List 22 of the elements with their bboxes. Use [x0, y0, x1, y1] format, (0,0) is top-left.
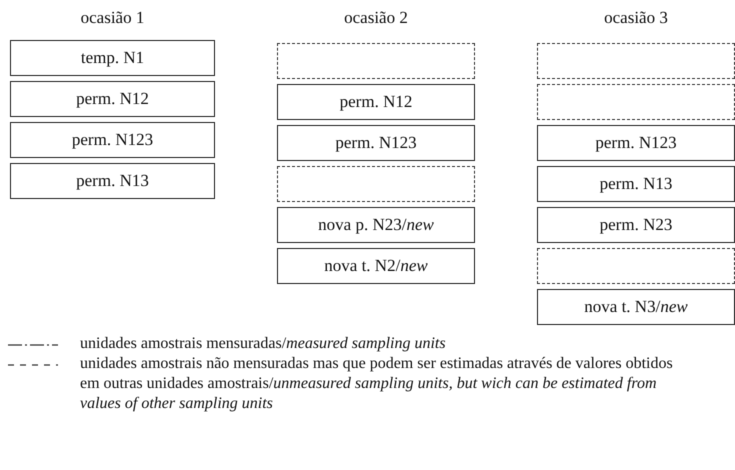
legend-text: unidades amostrais mensuradas/measured sampling units: [80, 334, 447, 354]
empty-unit-box: [537, 43, 735, 79]
sampling-unit-box: nova p. N23/new: [277, 207, 475, 243]
sampling-unit-box: perm. N13: [10, 163, 215, 199]
sampling-unit-box: perm. N123: [537, 125, 735, 161]
sampling-unit-box: perm. N123: [10, 122, 215, 158]
legend-text: unidades amostrais não mensuradas mas que podem ser estimadas através de valores obtidos em outras unidades amostrais/unmeasured sampling units, but wich can be estimated from values of other sampling units: [80, 354, 674, 414]
sampling-unit-box: perm. N12: [10, 81, 215, 117]
sampling-unit-box: perm. N13: [537, 166, 735, 202]
empty-unit-box: [277, 166, 475, 202]
column-heading: ocasião 2: [344, 8, 408, 27]
empty-unit-box: [537, 248, 735, 284]
sampling-unit-box: nova t. N3/new: [537, 289, 735, 325]
column-heading: ocasião 1: [80, 8, 144, 27]
sampling-unit-box: perm. N12: [277, 84, 475, 120]
column-heading: ocasião 3: [604, 8, 668, 27]
sampling-unit-box: temp. N1: [10, 40, 215, 76]
sampling-unit-box: perm. N123: [277, 125, 475, 161]
empty-unit-box: [537, 84, 735, 120]
empty-unit-box: [277, 43, 475, 79]
sampling-unit-box: nova t. N2/new: [277, 248, 475, 284]
sampling-unit-box: perm. N23: [537, 207, 735, 243]
